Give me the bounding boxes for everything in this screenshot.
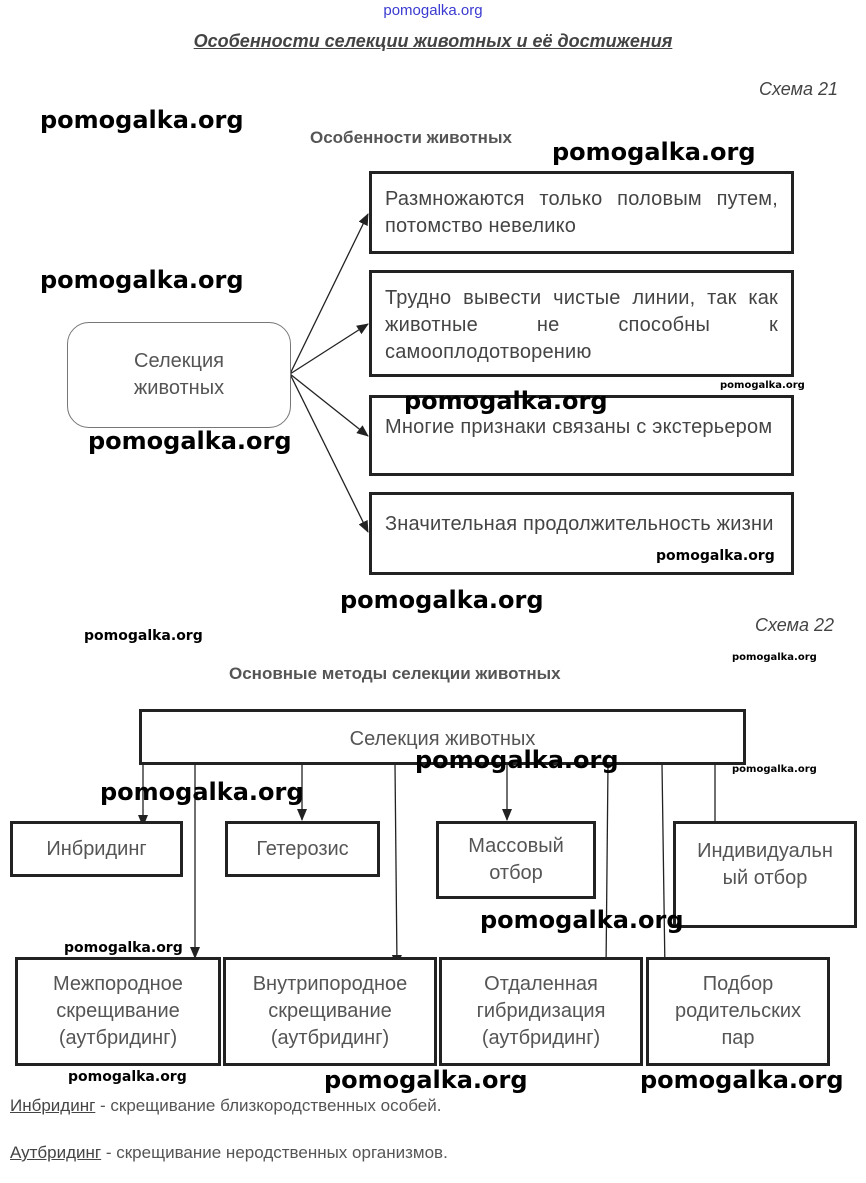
arrow-hybridization — [601, 763, 612, 971]
watermark: pomogalka.org — [404, 387, 608, 415]
watermark: pomogalka.org — [68, 1069, 187, 1085]
method-mass-selection-label: Массовый отбор — [468, 835, 564, 884]
method-individual-selection: Индивидуальный отбор — [673, 821, 857, 928]
definition-text-outbreeding: - скрещивание неродственных организмов. — [101, 1143, 448, 1162]
method-inbreeding-label: Инбридинг — [46, 837, 147, 860]
arrow-feature-3 — [289, 373, 369, 437]
method-individual-selection-label: Индивидуальный отбор — [697, 840, 833, 889]
method-hybridization-label: Отдаленная гибридизация (аутбридинг) — [476, 973, 606, 1049]
watermark: pomogalka.org — [40, 266, 244, 294]
definition-term-outbreeding: Аутбридинг — [10, 1143, 102, 1162]
feature-text-4: Значительная продолжительность жизни — [385, 513, 774, 535]
schema-22-label: Схема 22 — [755, 615, 834, 635]
watermark: pomogalka.org — [640, 1066, 844, 1094]
feature-box-1: Размножаются только половым путем, потом… — [369, 171, 794, 254]
method-interbreed-label: Межпородное скрещивание (аутбридинг) — [53, 973, 183, 1049]
watermark: pomogalka.org — [656, 548, 775, 564]
watermark: pomogalka.org — [324, 1066, 528, 1094]
method-intrabreed-label: Внутрипородное скрещивание (аутбридинг) — [252, 973, 408, 1049]
method-parent-pairs-label: Подбор родительских пар — [674, 973, 802, 1049]
definition-inbreeding: Инбридинг - скрещивание близкородственны… — [10, 1096, 441, 1116]
method-inbreeding: Инбридинг — [10, 821, 183, 877]
watermark: pomogalka.org — [720, 380, 805, 391]
method-parent-pairs: Подбор родительских пар — [646, 957, 830, 1066]
feature-text-1: Размножаются только половым путем, потом… — [385, 188, 778, 237]
feature-text-2: Трудно вывести чистые линии, так как жив… — [385, 287, 778, 363]
center-node-animal-selection: Селекция животных — [67, 322, 291, 428]
definition-outbreeding: Аутбридинг - скрещивание неродственных о… — [10, 1143, 448, 1163]
root-node-animal-selection: Селекция животных — [139, 709, 746, 765]
arrow-feature-1 — [289, 213, 369, 375]
center-node-label: Селекция животных — [133, 350, 225, 399]
feature-box-4: Значительная продолжительность жизни — [369, 492, 794, 575]
arrow-intrabreed — [391, 763, 402, 967]
watermark: pomogalka.org — [84, 628, 203, 644]
arrow-parent-pairs — [659, 763, 670, 973]
schema-21-label: Схема 21 — [759, 79, 838, 99]
method-heterosis: Гетерозис — [225, 821, 380, 877]
schema-22-heading: Основные методы селекции животных — [229, 664, 561, 683]
method-mass-selection: Массовый отбор — [436, 821, 596, 899]
root-node-label: Селекция животных — [349, 727, 536, 750]
method-interbreed-crossing: Межпородное скрещивание (аутбридинг) — [15, 957, 221, 1066]
watermark: pomogalka.org — [732, 652, 817, 663]
definition-text-inbreeding: - скрещивание близкородственных особей. — [95, 1096, 442, 1115]
watermark: pomogalka.org — [552, 138, 756, 166]
watermark: pomogalka.org — [340, 586, 544, 614]
watermark: pomogalka.org — [40, 106, 244, 134]
definition-term-inbreeding: Инбридинг — [10, 1096, 96, 1115]
method-intrabreed-crossing: Внутрипородное скрещивание (аутбридинг) — [223, 957, 437, 1066]
feature-text-3: Многие признаки связаны с экстерьером — [385, 416, 773, 438]
schema-21-heading: Особенности животных — [310, 128, 512, 147]
arrow-feature-4 — [289, 373, 369, 533]
page-title: Особенности селекции животных и её дости… — [193, 31, 673, 51]
watermark: pomogalka.org — [480, 906, 684, 934]
watermark-top: pomogalka.org — [383, 2, 483, 19]
watermark: pomogalka.org — [415, 746, 619, 774]
watermark: pomogalka.org — [88, 427, 292, 455]
watermark: pomogalka.org — [64, 940, 183, 956]
method-distant-hybridization: Отдаленная гибридизация (аутбридинг) — [439, 957, 643, 1066]
method-heterosis-label: Гетерозис — [256, 837, 349, 860]
watermark: pomogalka.org — [100, 778, 304, 806]
arrow-feature-2 — [289, 323, 369, 375]
watermark: pomogalka.org — [732, 764, 817, 775]
feature-box-3: Многие признаки связаны с экстерьером — [369, 395, 794, 476]
feature-box-2: Трудно вывести чистые линии, так как жив… — [369, 270, 794, 377]
